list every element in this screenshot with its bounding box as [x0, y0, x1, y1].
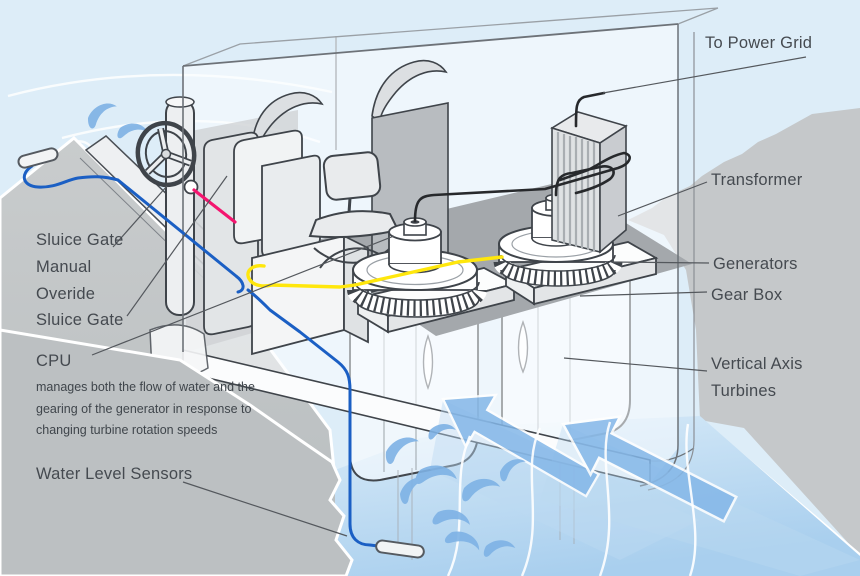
leader-to-power-grid: [602, 56, 807, 94]
label-vertical-axis-turbines: Vertical Axis Turbines: [711, 355, 803, 400]
downstream-streamlines: [446, 421, 697, 576]
label-to-power-grid: To Power Grid: [705, 34, 813, 52]
generator-1-cable: [413, 151, 631, 223]
label-cpu: CPU: [36, 352, 72, 370]
generator-2-cable: [554, 165, 615, 197]
cpu-screen: [261, 154, 321, 258]
water-flow-arrows: [430, 393, 860, 576]
override-linkage: [192, 188, 237, 224]
label-water-level-sensors: Water Level Sensors: [36, 465, 193, 483]
water-level-sensor-downstream: [375, 539, 425, 559]
leader-lines: [91, 56, 807, 537]
label-gear-box: Gear Box: [711, 286, 783, 304]
leader-vertical-axis-turbines: [563, 357, 708, 372]
label-sluice-gate-manual-override: Sluice Gate Manual Overide: [36, 231, 124, 303]
front-rock-patch: [0, 328, 354, 576]
leader-water-level-sensors: [182, 481, 348, 537]
leader-transformer: [617, 181, 708, 217]
grid-cable: [574, 91, 606, 128]
leader-cpu: [91, 235, 395, 356]
leader-gear-box: [579, 291, 708, 297]
sensor-cable: [22, 164, 380, 548]
label-cpu-description: manages both the flow of water and the g…: [36, 380, 255, 437]
label-generators: Generators: [713, 255, 798, 273]
fin-2: [371, 59, 448, 124]
label-sluice-gate: Sluice Gate: [36, 311, 124, 329]
cpu-signal-cable: [246, 255, 504, 289]
leader-generators: [611, 261, 710, 264]
leader-sluice-gate: [126, 175, 228, 317]
right-rock-bank: [628, 108, 860, 556]
transformer-box: [550, 111, 628, 254]
power-cables: [413, 91, 631, 223]
label-transformer: Transformer: [711, 171, 803, 189]
water-level-sensor-upstream: [17, 147, 59, 169]
sluice-gate-handwheel: [135, 120, 197, 188]
leader-manual-override: [112, 185, 168, 248]
